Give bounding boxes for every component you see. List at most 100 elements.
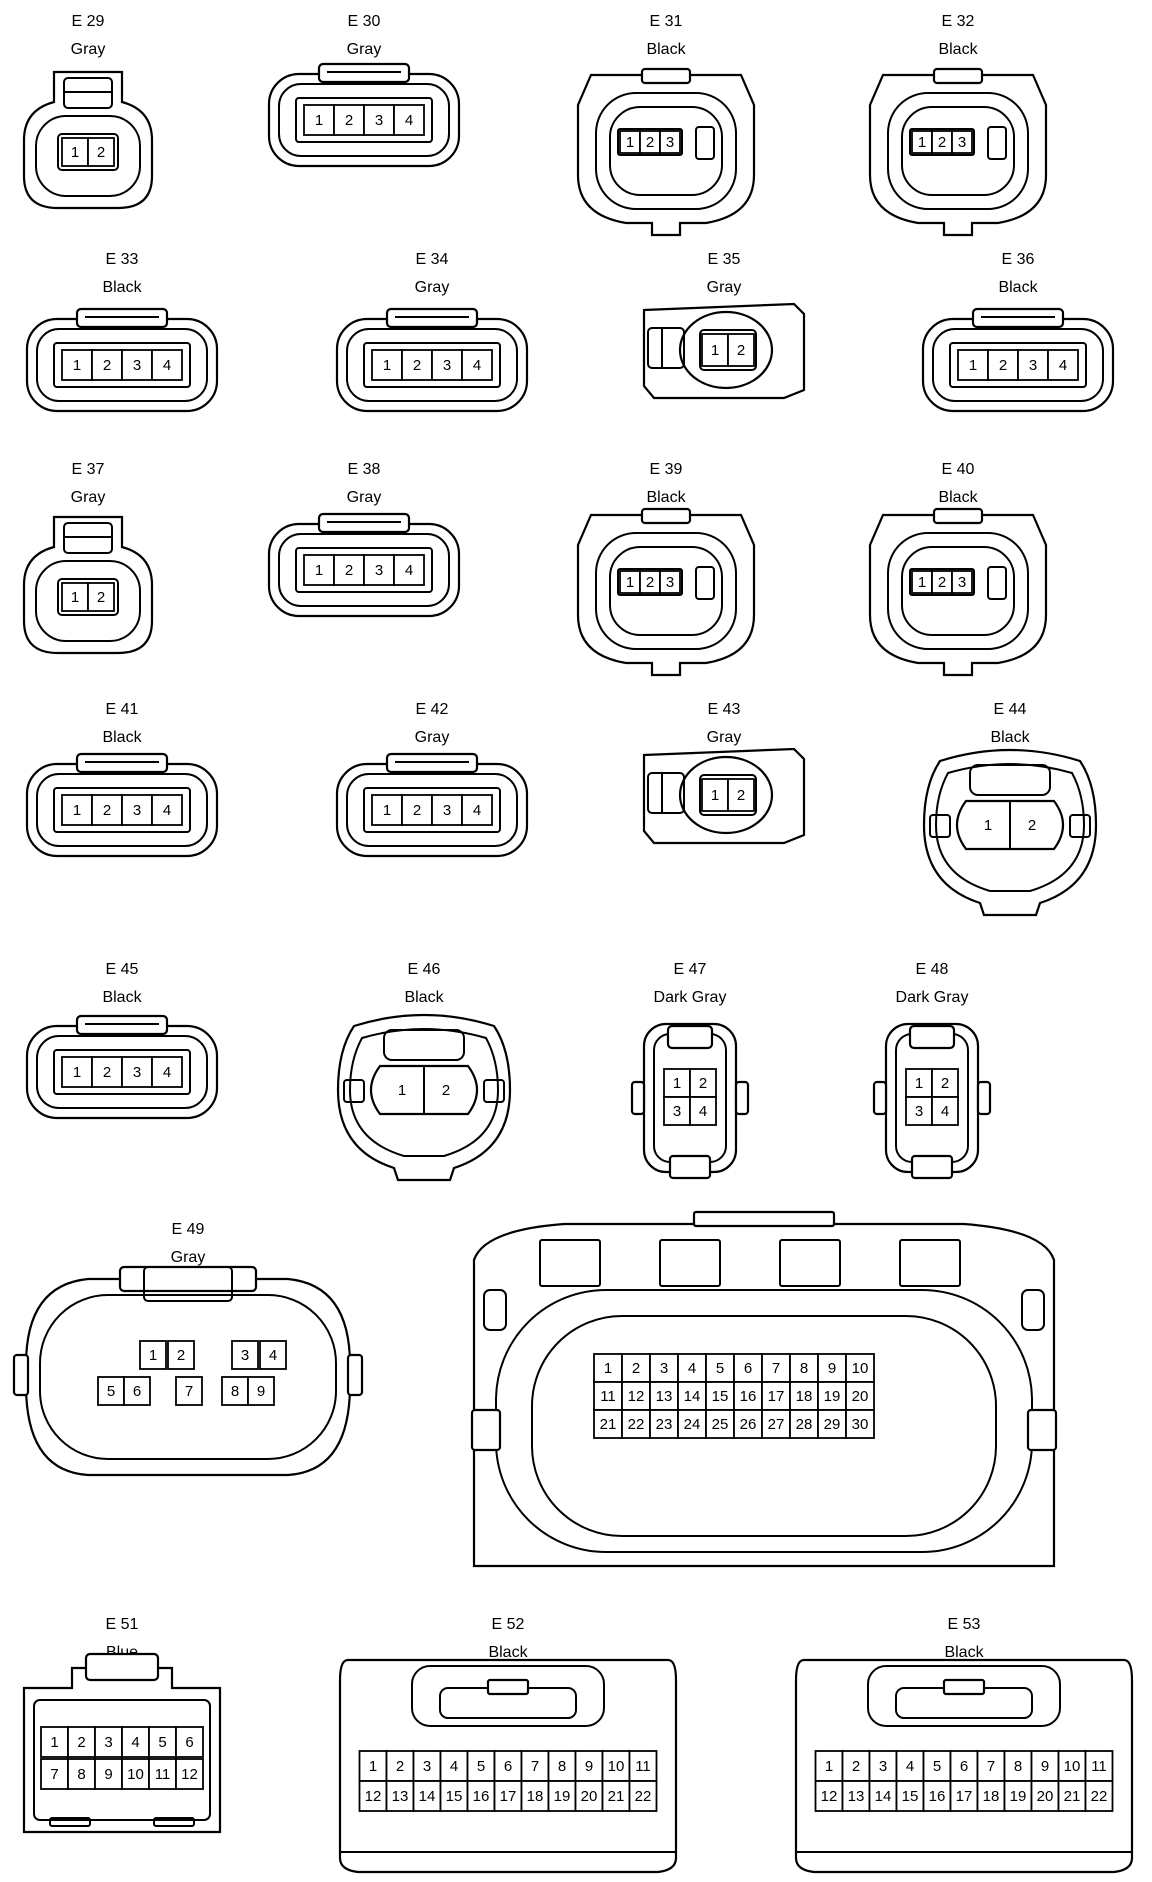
pin-number: 4 bbox=[473, 802, 481, 819]
latch-inner bbox=[143, 1266, 233, 1302]
pin-number: 2 bbox=[1028, 817, 1036, 834]
pin-number: 3 bbox=[666, 134, 674, 151]
pin-number: 6 bbox=[504, 1758, 512, 1775]
pin-cell bbox=[659, 130, 681, 154]
pin-number: 15 bbox=[902, 1788, 919, 1805]
pin: 1 bbox=[303, 104, 335, 136]
pin-cell bbox=[61, 794, 93, 826]
pin-number: 3 bbox=[673, 1103, 681, 1120]
latch bbox=[969, 764, 1051, 796]
pin-cell bbox=[1003, 1780, 1033, 1812]
pin-number: 3 bbox=[133, 802, 141, 819]
pin: 7 bbox=[175, 1376, 203, 1406]
pin-cell bbox=[868, 1750, 898, 1782]
pin-cell bbox=[701, 778, 729, 812]
pin-number: 1 bbox=[626, 574, 634, 591]
side-rib-right bbox=[1026, 1408, 1058, 1452]
pin-cell bbox=[845, 1409, 875, 1439]
pin-number: 18 bbox=[796, 1388, 813, 1405]
pin: 29 bbox=[817, 1409, 847, 1439]
pin: 5 bbox=[922, 1750, 952, 1782]
pin-number: 6 bbox=[133, 1383, 141, 1400]
pin-number: 24 bbox=[684, 1416, 701, 1433]
pin-cell bbox=[401, 349, 433, 381]
pin-number: 6 bbox=[960, 1758, 968, 1775]
pin-cell bbox=[121, 1726, 150, 1758]
pin-number: 3 bbox=[133, 357, 141, 374]
connector-id: E 40 bbox=[942, 461, 975, 478]
pin-number: 4 bbox=[163, 357, 171, 374]
pin: 1 bbox=[61, 137, 89, 167]
pin-number: 2 bbox=[345, 562, 353, 579]
connector-color: Black bbox=[944, 1644, 984, 1661]
key bbox=[987, 126, 1007, 160]
connector-color: Black bbox=[998, 279, 1038, 296]
pin: 2 bbox=[931, 1068, 959, 1098]
latch bbox=[932, 507, 984, 525]
pin: 3 bbox=[663, 1096, 691, 1126]
pin-cell bbox=[701, 333, 729, 367]
bottom-slot bbox=[153, 1817, 195, 1827]
outline bbox=[887, 92, 1029, 210]
pin-number: 2 bbox=[737, 787, 745, 804]
pin-cell bbox=[91, 794, 123, 826]
pin-frame bbox=[57, 578, 119, 616]
pin: 1 bbox=[371, 349, 403, 381]
connector-id: E 39 bbox=[650, 461, 683, 478]
pin-cell bbox=[439, 1780, 469, 1812]
pin: 9 bbox=[247, 1376, 275, 1406]
pin: 5 bbox=[705, 1353, 735, 1383]
pin: 17 bbox=[949, 1780, 979, 1812]
pin: 22 bbox=[621, 1409, 651, 1439]
latch bbox=[666, 1024, 714, 1050]
pin-number: 10 bbox=[852, 1360, 869, 1377]
pin: 4 bbox=[121, 1726, 150, 1758]
pin-number: 10 bbox=[1064, 1758, 1081, 1775]
pin-number: 22 bbox=[628, 1416, 645, 1433]
latch-frame bbox=[411, 1665, 605, 1727]
pin-cell bbox=[705, 1409, 735, 1439]
pin: 2 bbox=[87, 137, 115, 167]
pin: 18 bbox=[976, 1780, 1006, 1812]
pin: 20 bbox=[574, 1780, 604, 1812]
pin-number: 2 bbox=[97, 589, 105, 606]
pin: 6 bbox=[733, 1353, 763, 1383]
pin-number: 7 bbox=[772, 1360, 780, 1377]
pin: 6 bbox=[949, 1750, 979, 1782]
pin-cell bbox=[649, 1381, 679, 1411]
connector-color: Dark Gray bbox=[896, 989, 969, 1006]
pin: 14 bbox=[677, 1381, 707, 1411]
key bbox=[987, 566, 1007, 600]
pin-number: 4 bbox=[699, 1103, 707, 1120]
pin: 10 bbox=[845, 1353, 875, 1383]
connector-color: Black bbox=[646, 489, 686, 506]
pin-number: 3 bbox=[375, 112, 383, 129]
latch-tab bbox=[942, 1678, 986, 1696]
pin: 26 bbox=[733, 1409, 763, 1439]
pin-cell bbox=[868, 1780, 898, 1812]
pin-number: 3 bbox=[423, 1758, 431, 1775]
pin-number: 25 bbox=[712, 1416, 729, 1433]
pin-number: 2 bbox=[396, 1758, 404, 1775]
pin-cell bbox=[461, 349, 493, 381]
pin: 5 bbox=[148, 1726, 177, 1758]
connector-id: E 43 bbox=[708, 701, 741, 718]
pin: 6 bbox=[123, 1376, 151, 1406]
pin-cell bbox=[303, 104, 335, 136]
pin: 4 bbox=[931, 1096, 959, 1126]
pin: 3 bbox=[363, 554, 395, 586]
pin: 2 bbox=[87, 582, 115, 612]
pin-frame bbox=[949, 342, 1087, 388]
pin-frame bbox=[699, 329, 757, 371]
pin-cell bbox=[431, 349, 463, 381]
pin-number: 12 bbox=[628, 1388, 645, 1405]
key bbox=[695, 126, 715, 160]
connector-color: Black bbox=[990, 729, 1030, 746]
